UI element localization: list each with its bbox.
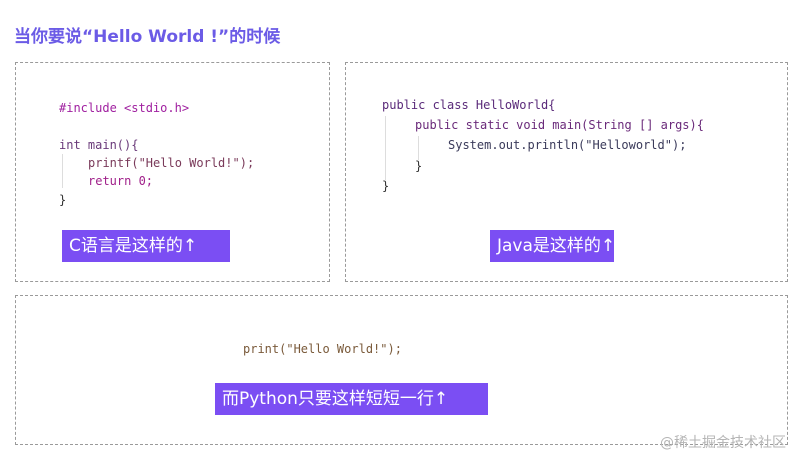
indent-guide bbox=[385, 116, 386, 180]
java-code-line-3: System.out.println("Helloworld"); bbox=[448, 138, 687, 152]
c-label: C语言是这样的↑ bbox=[62, 230, 230, 262]
python-label: 而Python只要这样短短一行↑ bbox=[215, 383, 488, 415]
java-code-line-2: public static void main(String [] args){ bbox=[415, 118, 704, 132]
python-panel bbox=[15, 295, 788, 445]
indent-guide bbox=[62, 154, 63, 188]
java-panel bbox=[345, 62, 788, 282]
c-code-line-1: #include <stdio.h> bbox=[59, 101, 190, 115]
watermark: @稀土掘金技术社区 bbox=[660, 435, 786, 451]
indent-guide bbox=[418, 136, 419, 160]
java-code-line-1: public class HelloWorld{ bbox=[382, 98, 556, 112]
c-panel bbox=[15, 62, 330, 282]
c-code-line-4: return 0; bbox=[88, 174, 154, 188]
page-title: 当你要说“Hello World !”的时候 bbox=[14, 27, 281, 47]
c-code-line-5: } bbox=[59, 193, 67, 207]
c-code-line-2: int main(){ bbox=[59, 138, 139, 152]
java-label: Java是这样的↑ bbox=[490, 230, 615, 262]
c-code-line-3: printf("Hello World!"); bbox=[88, 156, 255, 170]
java-code-line-5: } bbox=[382, 179, 390, 193]
java-code-line-4: } bbox=[415, 159, 423, 173]
python-code: print("Hello World!"); bbox=[243, 342, 402, 356]
